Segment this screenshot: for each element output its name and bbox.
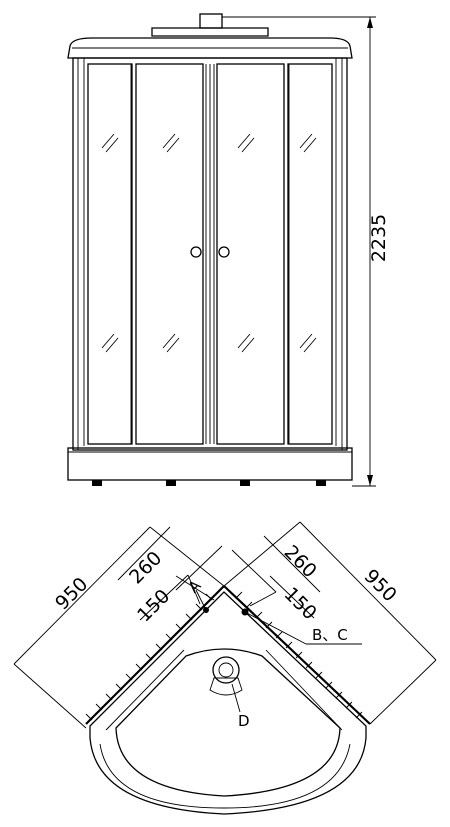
label-bc: B、C — [312, 626, 348, 644]
plan-left-side-label: 950 — [51, 573, 92, 614]
drain — [212, 656, 240, 684]
glass-panel-right — [287, 63, 333, 445]
left-dimensions — [13, 526, 225, 729]
roof-cap — [151, 27, 269, 37]
glass-panel-left — [87, 63, 133, 445]
label-d: D — [238, 712, 250, 730]
plan-view: 950 950 260 260 150 150 A B、C D — [13, 521, 437, 815]
door-handle-right — [218, 246, 230, 258]
roof-vent — [199, 13, 223, 29]
plan-right-offset-outer-label: 260 — [280, 541, 321, 582]
shower-tray-base — [67, 447, 353, 481]
plan-left-offset-outer-label: 260 — [125, 547, 166, 588]
front-view: 2235 — [67, 13, 390, 487]
plan-left-offset-inner-label: 150 — [133, 585, 174, 626]
wall-hatching — [85, 591, 363, 721]
tray-outline — [89, 591, 367, 815]
tray-inner-basin — [115, 648, 341, 797]
right-dimensions — [223, 521, 437, 725]
wall-right — [223, 585, 371, 725]
glass-reflection-marks — [101, 133, 317, 353]
door-handle-left — [190, 246, 202, 258]
plan-right-side-label: 950 — [360, 565, 401, 606]
roof — [67, 37, 353, 59]
height-dimension: 2235 — [222, 16, 390, 487]
glass-door-left — [135, 63, 204, 445]
glass-door-right — [216, 63, 285, 445]
plan-right-offset-inner-label: 150 — [280, 583, 321, 624]
height-dim-label: 2235 — [368, 214, 390, 262]
feet — [92, 480, 326, 486]
